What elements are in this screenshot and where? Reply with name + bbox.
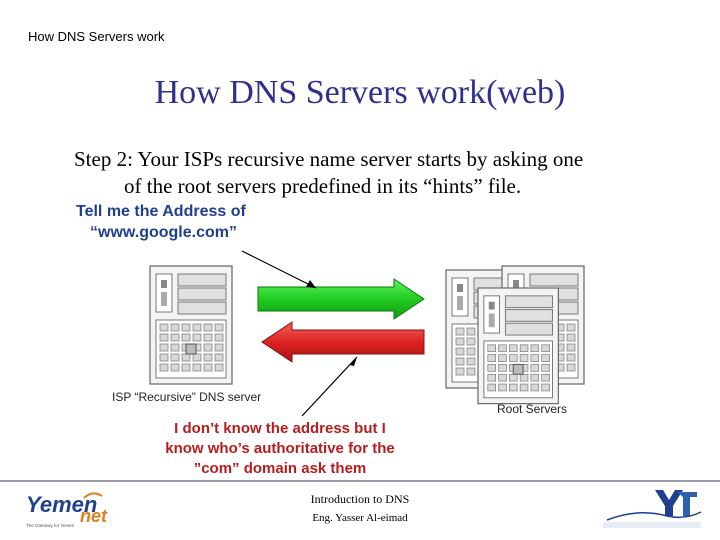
reply-callout-line-3: ”com” domain ask them — [193, 460, 367, 477]
yemennet-logo-tagline: The Gateway for Yemen — [26, 523, 75, 528]
request-callout-line-1: Tell me the Address of — [76, 203, 246, 220]
isp-server-label: ISP “Recursive” DNS server — [112, 390, 262, 404]
reply-callout-line-1: I don’t know the address but I — [174, 420, 386, 437]
yemen-telecom-logo-text: YT — [667, 505, 669, 507]
footer-author: Eng. Yasser Al-eimad — [312, 512, 408, 524]
header-small-title: How DNS Servers work — [28, 29, 165, 44]
request-arrow — [257, 278, 425, 320]
step-line-2: of the root servers predefined in its “h… — [124, 174, 522, 198]
reply-arrow — [261, 321, 425, 363]
footer-divider — [0, 480, 720, 482]
step-text: Step 2: Your ISPs recursive name server … — [74, 146, 694, 200]
isp-server-icon — [149, 265, 233, 385]
yemen-telecom-logo: YT — [597, 486, 707, 532]
slide-title: How DNS Servers work(web) — [154, 74, 566, 111]
reply-callout-line-2: know who’s authoritative for the — [165, 440, 395, 457]
root-servers-label: Root Servers — [497, 402, 568, 416]
root-servers-icon — [445, 265, 585, 405]
reply-pointer-line — [301, 356, 358, 417]
footer-title: Introduction to DNS — [310, 492, 410, 506]
yemennet-logo-net: net — [80, 506, 108, 526]
request-pointer-line — [241, 250, 317, 289]
request-callout: Tell me the Address of “www.google.com” — [76, 201, 246, 243]
request-callout-line-2: “www.google.com” — [90, 224, 237, 241]
step-line-1: Step 2: Your ISPs recursive name server … — [74, 147, 584, 171]
yemennet-logo: Yemen net The Gateway for Yemen — [18, 490, 128, 530]
reply-callout: I don’t know the address but I know who’… — [140, 419, 420, 479]
